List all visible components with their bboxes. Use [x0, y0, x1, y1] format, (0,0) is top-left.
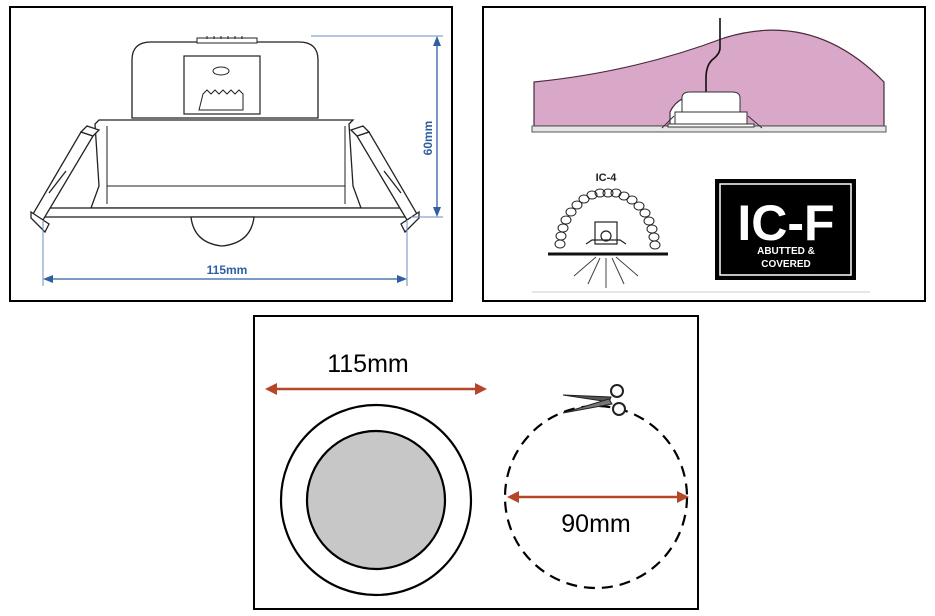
cutout-arrow-left [507, 491, 519, 503]
terminal-strip [196, 37, 258, 44]
installation-diagram-panel: IC-4 [482, 6, 926, 302]
cutout-diagram-panel: 115mm 90mm [253, 315, 699, 610]
cutout-diameter-label: 90mm [561, 510, 630, 538]
insulation-coil-icon [554, 188, 661, 250]
heat-sink-body [90, 119, 362, 209]
connector-hole [212, 66, 230, 76]
icf-title: IC-F [737, 195, 834, 251]
connector-block [183, 55, 261, 115]
supply-cable [705, 18, 721, 92]
cutout-diagram: 115mm 90mm [265, 350, 689, 597]
fixture-body [674, 111, 748, 125]
cutout-arrow-right [677, 491, 689, 503]
icf-subtitle-line1: ABUTTED & [757, 246, 815, 257]
sensor-dome [190, 216, 255, 247]
terminal-teeth [206, 36, 243, 39]
fixture-bezel [667, 123, 755, 128]
fitting-diameter-label: 115mm [327, 350, 409, 378]
icf-badge [715, 179, 856, 280]
scissors-icon [562, 384, 626, 416]
width-label: 115mm [207, 263, 248, 277]
fixture-housing [681, 91, 741, 113]
icf-badge-border [719, 183, 852, 276]
ic4-label: IC-4 [596, 172, 618, 184]
fitting-arrow-left [265, 383, 277, 395]
downlight-side-view: 60mm 115mm [30, 35, 443, 286]
connector-contacts [198, 89, 244, 111]
fitting-arrow-right [475, 383, 487, 395]
fitting-lens-circle [305, 429, 447, 571]
width-arrow-left [43, 275, 53, 283]
height-arrow-bottom [433, 207, 441, 217]
dimension-drawing-panel: 60mm 115mm [9, 6, 453, 302]
lamp-symbol [548, 221, 668, 288]
bezel-rim [40, 207, 410, 218]
fixture-clips [661, 115, 763, 129]
height-arrow-top [433, 36, 441, 46]
icf-subtitle-line2: COVERED [761, 259, 810, 270]
height-label: 60mm [421, 121, 435, 156]
installation-diagram: IC-4 [531, 18, 887, 293]
width-arrow-right [397, 275, 407, 283]
